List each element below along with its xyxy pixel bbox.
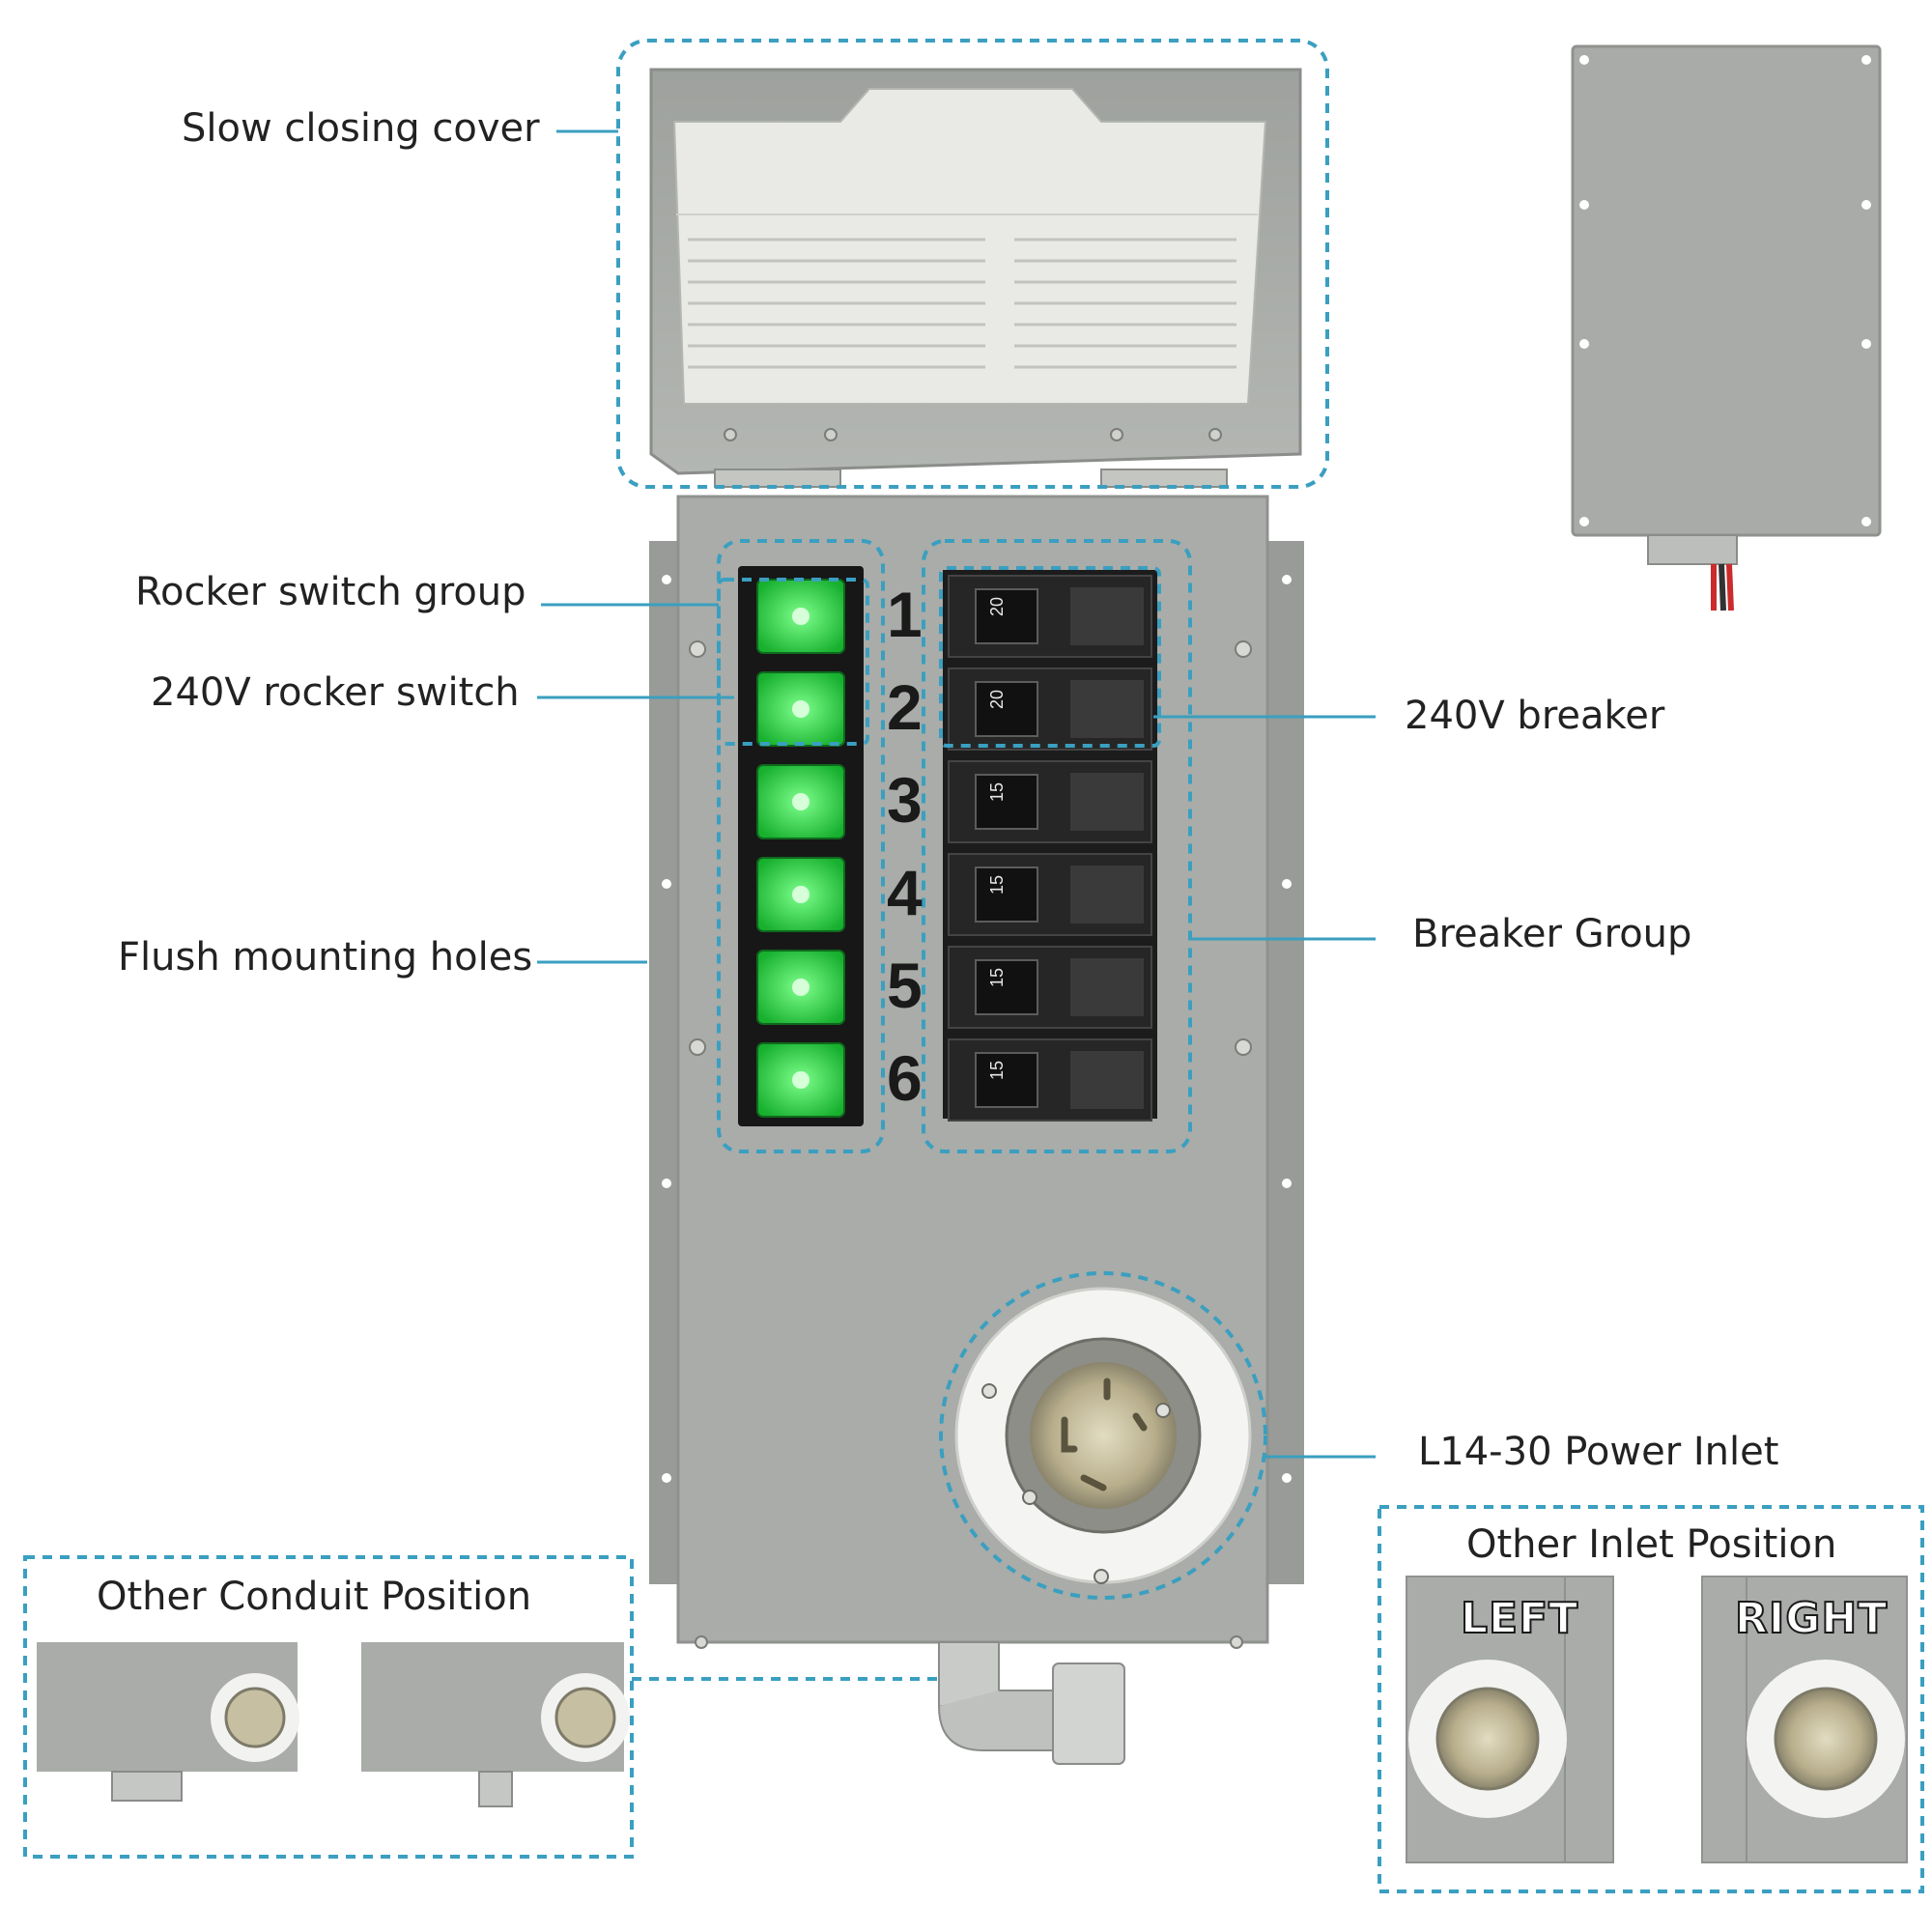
- rocker-switch-indicator-5: [792, 979, 810, 996]
- inlet-screws: [981, 1383, 1171, 1584]
- circuit-number-2: 2: [887, 671, 923, 743]
- inlet-inset-right: [1701, 1576, 1908, 1863]
- breaker-handle-6[interactable]: [975, 1052, 1038, 1108]
- label-power-inlet: L14-30 Power Inlet: [1418, 1430, 1779, 1474]
- cover-screws: [724, 428, 1222, 441]
- l14-30-power-inlet: [954, 1287, 1252, 1584]
- label-text-lines: [688, 238, 1236, 369]
- breaker-label-plate-5: [1070, 958, 1144, 1016]
- breaker-rating-4: 15: [987, 875, 1007, 895]
- label-inlet-left: LEFT: [1460, 1593, 1579, 1644]
- breaker-rating-5: 15: [987, 968, 1007, 987]
- inlet-face: [1030, 1362, 1177, 1509]
- breaker-handle-4[interactable]: [975, 867, 1038, 923]
- breaker-label-plate-4: [1070, 866, 1144, 923]
- breaker-rating-3: 15: [987, 782, 1007, 802]
- breaker-group-callout-region: [922, 539, 1192, 1153]
- switch-240v-callout-region: [717, 578, 869, 746]
- breaker-handle-2[interactable]: [975, 681, 1038, 737]
- leader-lines: [537, 129, 1376, 1459]
- label-breaker-group: Breaker Group: [1412, 912, 1692, 956]
- conduit-inset-frame: [23, 1555, 634, 1859]
- cover-hinges: [714, 469, 1228, 488]
- label-other-inlet-position: Other Inlet Position: [1466, 1522, 1837, 1567]
- label-rocker-switch-group: Rocker switch group: [135, 570, 526, 614]
- conduit-fitting: [938, 1641, 1125, 1765]
- breaker-label-plate-6: [1070, 1051, 1144, 1109]
- slow-closing-cover: [649, 68, 1302, 488]
- label-slow-closing-cover: Slow closing cover: [182, 106, 540, 151]
- inlet-pins: [1061, 1378, 1148, 1492]
- circuit-number-3: 3: [887, 764, 923, 836]
- inlet-inset-frame: [1378, 1505, 1924, 1893]
- breaker-240v-callout-region: [939, 566, 1161, 748]
- circuit-number-6: 6: [887, 1042, 923, 1114]
- rocker-switch-indicator-1: [792, 608, 810, 625]
- breakers: 20 20 15 15 15 15: [948, 575, 1152, 1122]
- breaker-rating-6: 15: [987, 1061, 1007, 1080]
- breaker-handle-1[interactable]: [975, 588, 1038, 644]
- breaker-rating-1: 20: [987, 597, 1007, 616]
- breaker-rating-2: 20: [987, 690, 1007, 709]
- cover-label-sheet: [672, 88, 1267, 405]
- label-240v-rocker-switch: 240V rocker switch: [151, 670, 520, 715]
- breaker-handle-3[interactable]: [975, 774, 1038, 830]
- circuit-number-1: 1: [887, 579, 923, 650]
- callout-regions: [23, 39, 1924, 1893]
- breaker-label-plate-2: [1070, 680, 1144, 738]
- front-screws: [689, 640, 1252, 1649]
- conduit-inset-right: [361, 1642, 630, 1807]
- switch-group-callout-region: [717, 539, 885, 1153]
- back-view: [1571, 44, 1882, 611]
- rocker-switch-indicator-3: [792, 793, 810, 810]
- cover-callout-region: [616, 39, 1329, 489]
- inlet-callout-region: [939, 1271, 1267, 1600]
- label-inlet-right: RIGHT: [1734, 1593, 1889, 1644]
- conduit-inset-left: [37, 1642, 299, 1802]
- rocker-switches: [756, 579, 845, 1118]
- rocker-switch-indicator-2: [792, 700, 810, 718]
- inlet-inset-left: [1406, 1576, 1614, 1863]
- breaker-handle-5[interactable]: [975, 959, 1038, 1015]
- label-other-conduit-position: Other Conduit Position: [97, 1575, 532, 1619]
- circuit-number-5: 5: [887, 950, 923, 1021]
- rocker-switch-group: [738, 566, 864, 1126]
- breaker-label-plate-3: [1070, 773, 1144, 831]
- label-flush-mounting-holes: Flush mounting holes: [118, 935, 533, 980]
- breaker-group: 20 20 15 15 15 15: [943, 570, 1157, 1122]
- rocker-switch-indicator-6: [792, 1071, 810, 1089]
- breaker-label-plate-1: [1070, 587, 1144, 645]
- circuit-number-4: 4: [887, 857, 923, 928]
- flange-holes: [662, 575, 1292, 1483]
- label-240v-breaker: 240V breaker: [1405, 694, 1665, 738]
- rocker-switch-indicator-4: [792, 886, 810, 903]
